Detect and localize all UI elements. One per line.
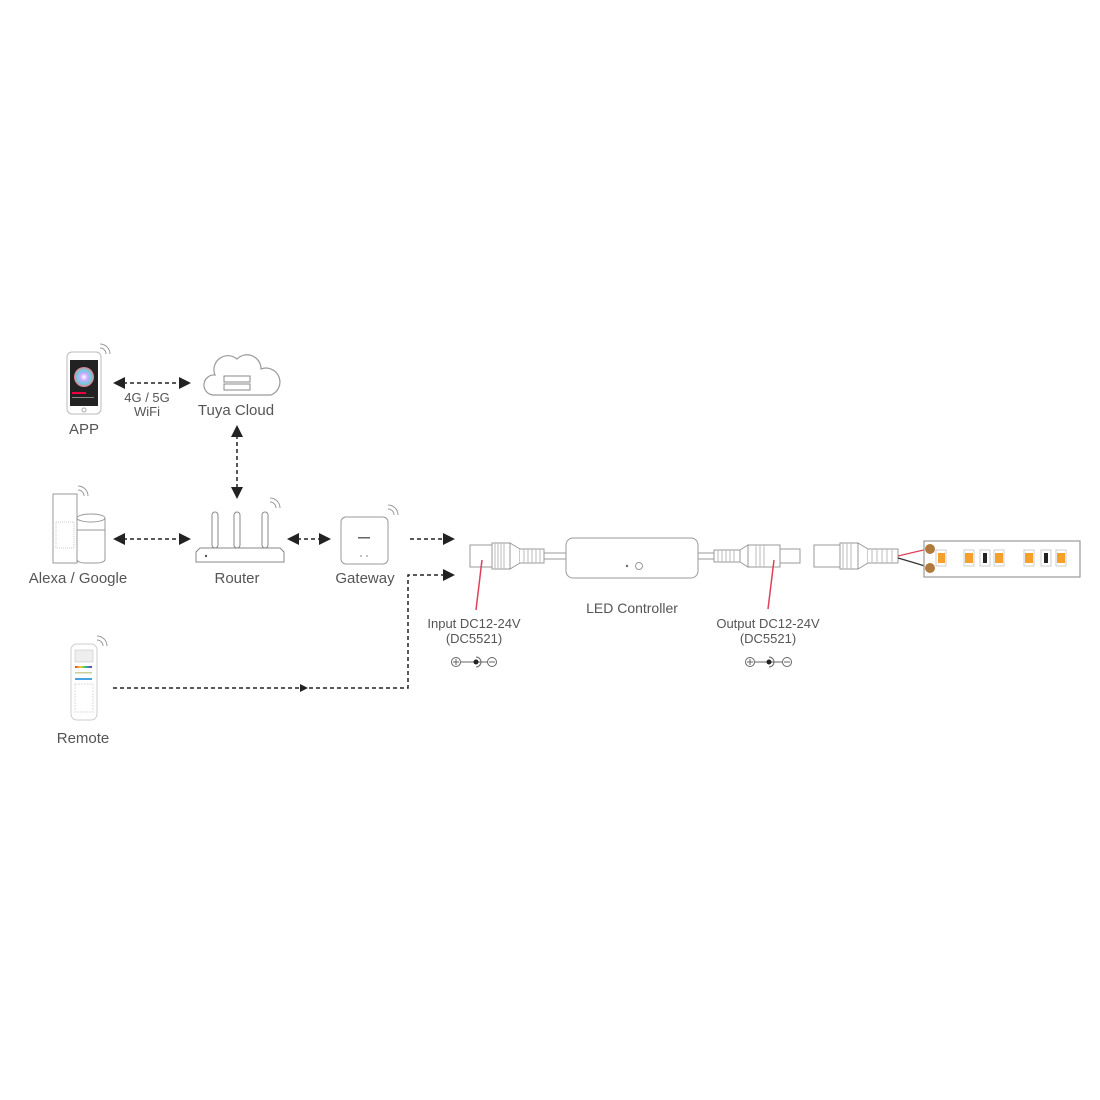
gateway-icon [340, 504, 399, 565]
dc-female-jack-icon [469, 542, 566, 570]
input-line2-label: (DC5521) [445, 631, 503, 646]
router-label: Router [214, 570, 260, 587]
link-line1-label: 4G / 5G [124, 390, 170, 405]
output-line2-label: (DC5521) [739, 631, 797, 646]
link-line2-label: WiFi [134, 404, 160, 419]
output-line1-label: Output DC12-24V [716, 616, 820, 631]
led-strip-icon [923, 540, 1081, 578]
gateway-label: Gateway [335, 570, 395, 587]
remote-controller-link [113, 569, 455, 689]
smart-speaker-icon [52, 485, 106, 564]
cloud-server-icon [203, 354, 281, 396]
output-pointer [767, 559, 775, 610]
router-icon [195, 497, 285, 563]
controller-box-icon [565, 537, 699, 579]
voice-label: Alexa / Google [28, 570, 128, 587]
remote-label: Remote [56, 730, 110, 747]
smartphone-icon [66, 343, 111, 415]
dc-male-plug-icon [698, 544, 801, 568]
input-polarity-icon [451, 656, 497, 668]
controller-label: LED Controller [586, 600, 678, 616]
remote-icon [70, 635, 108, 721]
output-polarity-icon [745, 656, 792, 668]
cloud-label: Tuya Cloud [197, 402, 275, 419]
app-label: APP [68, 421, 99, 438]
input-pointer [475, 559, 483, 611]
input-line1-label: Input DC12-24V [427, 616, 521, 631]
strip-connector-icon [813, 542, 929, 570]
